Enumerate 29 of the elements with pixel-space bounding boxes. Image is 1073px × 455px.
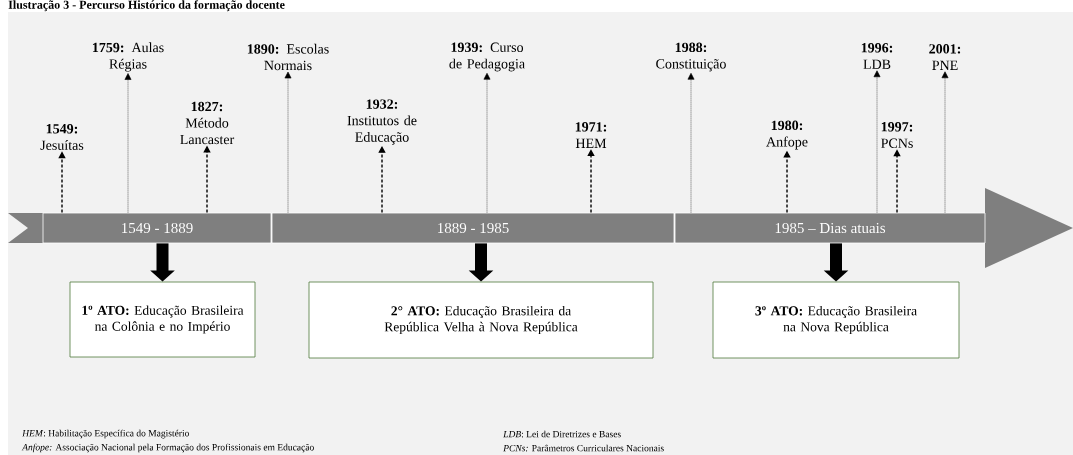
arrow [284,71,292,213]
arrow [941,71,949,213]
title: Ilustração 3 - Percurso Histórico da formação docente [8,0,285,12]
event-label: 1980: Anfope [766,120,808,150]
event-label: 1759: Aulas Régias [92,42,164,72]
footnote: PCNs: Parâmetros Curriculares Nacionais [503,444,664,452]
footnote: Anfope: Associação Nacional pela Formação dos Profissionais em Educação [21,443,314,453]
act-box: 1º ATO: Educação Brasileira na Colônia e no Império [69,281,256,358]
footnote: LDB: Lei de Diretrizes e Bases [503,430,621,438]
event-label: 1827: Método Lancaster [180,101,235,145]
event-label: 1997: PCNs [881,122,913,148]
timeline-segment: 1985 – Dias atuais [674,212,986,244]
arrow [587,149,595,214]
event-label: 1996: LDB [861,43,893,69]
event-label: 1932: Institutos de Educação [347,99,417,145]
event-label: 1890: Escolas Normais [247,43,329,71]
event-label: 2001: PNE [929,44,961,70]
timeline-segment: 1889 - 1985 [271,212,675,244]
event-label: 1988: Constituição [656,42,726,72]
event-label: 1549: Jesuítas [40,124,84,150]
arrow [124,73,132,213]
act-box: 2° ATO: Educação Brasileira da República Velha à Nova República [308,281,654,359]
event-label: 1939: Curso de Pedagogia [449,42,525,72]
act-box: 3º ATO: Educação Brasileira na Nova República [712,281,960,359]
arrow [483,72,491,213]
footnote: HEM: Habilitação Específica do Magistério [22,429,189,439]
event-label: 1971: HEM [575,122,607,148]
arrow [873,70,881,213]
arrow [687,72,695,213]
